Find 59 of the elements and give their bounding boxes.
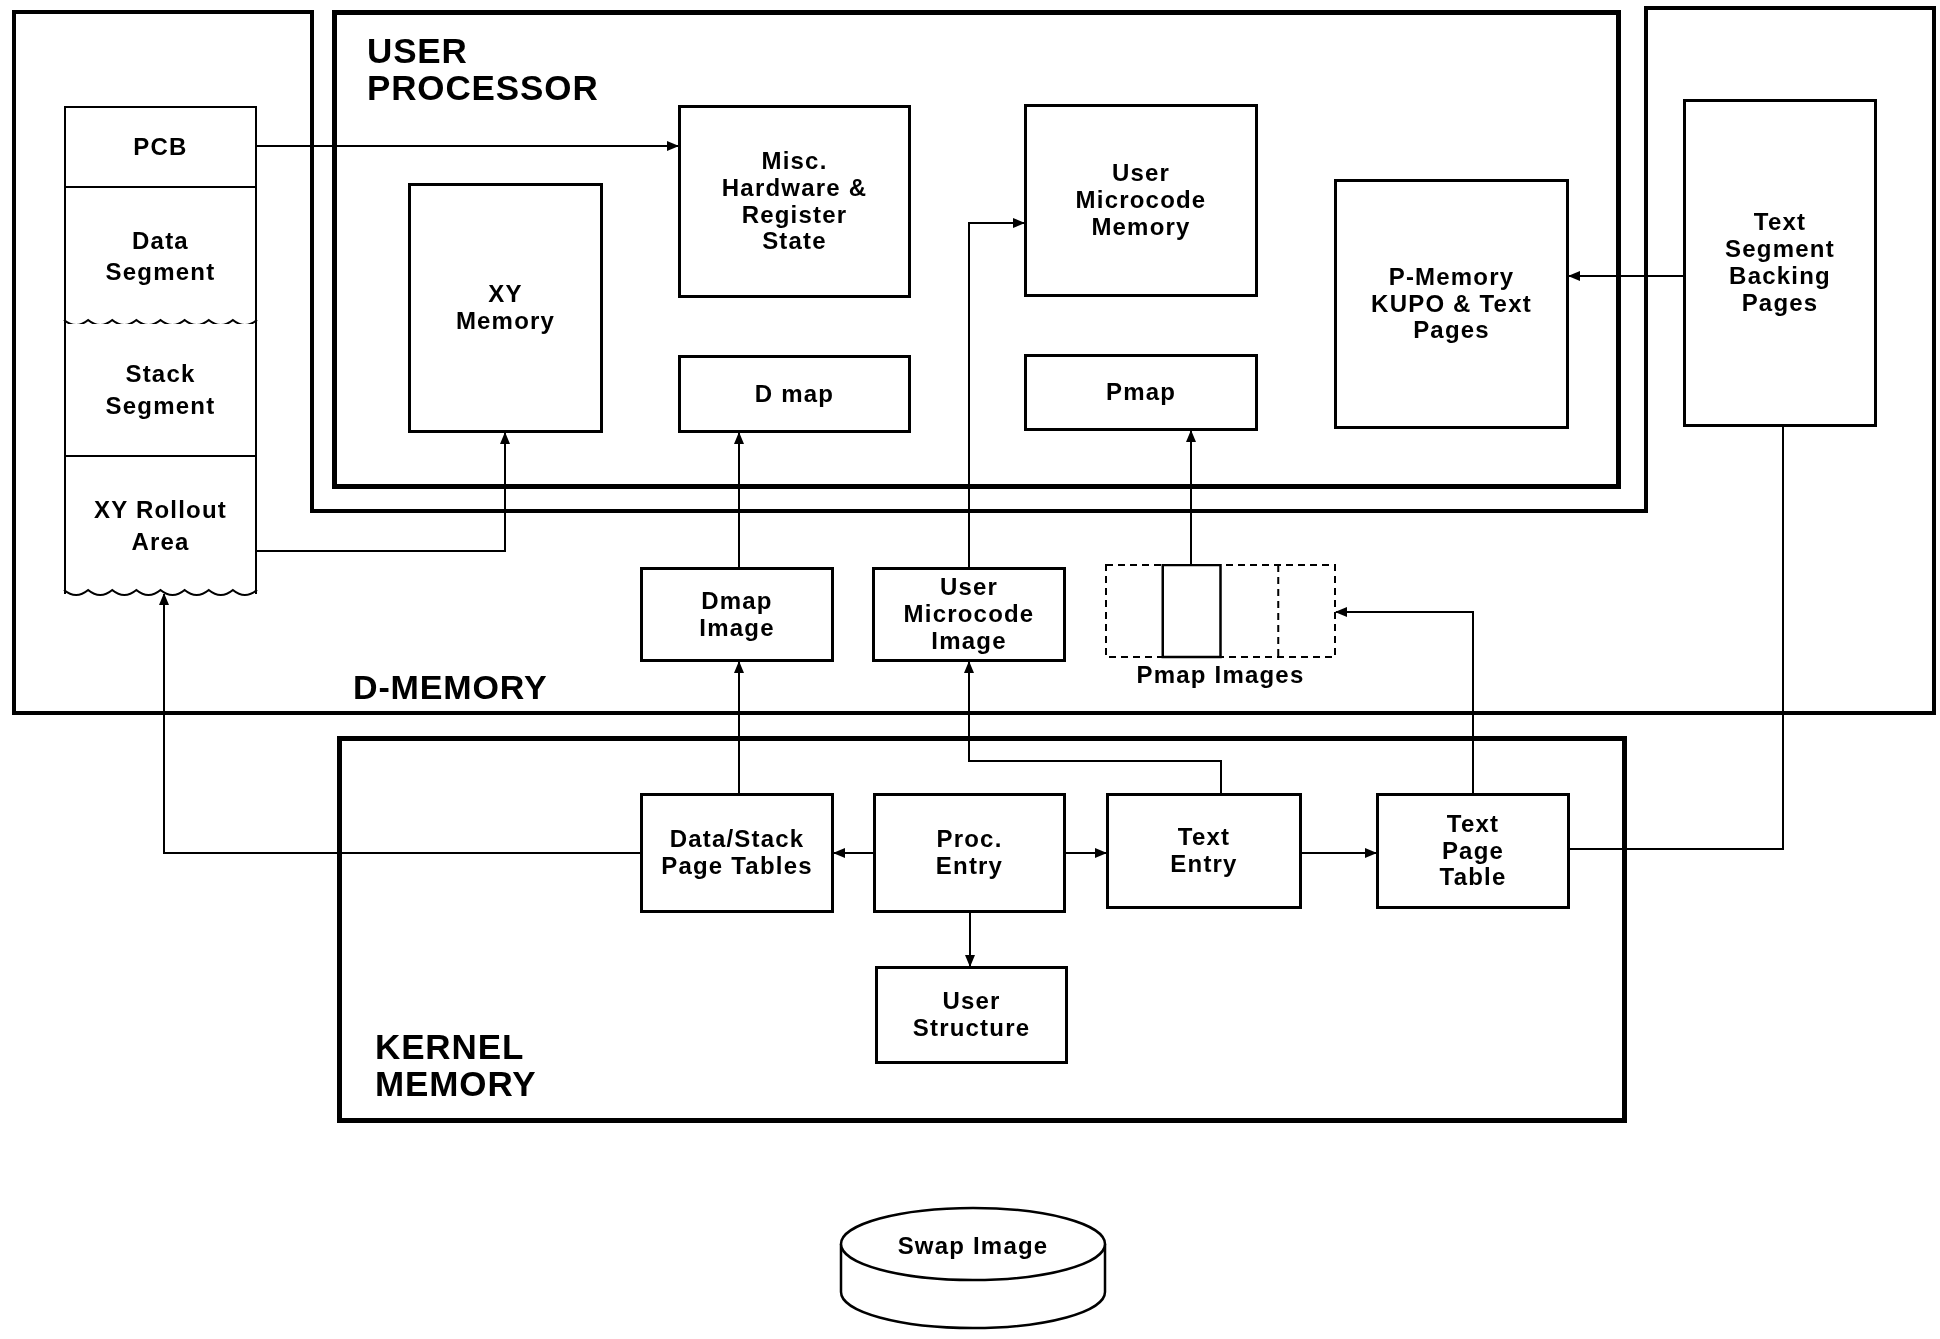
box-label: XY Memory [454, 281, 557, 335]
disk-cylinder [839, 1206, 1107, 1330]
process-box [875, 966, 1068, 1064]
box-label: USER PROCESSOR [367, 33, 600, 107]
box-label: Pmap [1105, 379, 1177, 406]
box-label: D-MEMORY [353, 667, 549, 708]
box-label: User Microcode Image [902, 574, 1036, 655]
arrow [965, 912, 975, 967]
arrow [734, 432, 744, 568]
process-box [872, 567, 1066, 662]
process-box [640, 567, 834, 662]
memory-segment [64, 455, 257, 594]
memory-segment [64, 106, 257, 186]
box-label: Dmap Image [698, 587, 776, 642]
arrow [1065, 848, 1107, 858]
process-box [1683, 99, 1877, 427]
process-box [1376, 793, 1570, 909]
arrow [734, 661, 744, 794]
arrow [256, 141, 679, 151]
arrow [1335, 607, 1474, 794]
arrow [968, 218, 1025, 568]
arrow [833, 848, 874, 858]
box-label: Text Entry [1169, 824, 1239, 878]
arrow [1568, 271, 1684, 281]
processor-container [332, 10, 1621, 489]
process-box [1024, 104, 1258, 297]
process-box [640, 793, 834, 913]
box-label: D map [754, 380, 835, 408]
box-label: Misc. Hardware & Register State [720, 147, 869, 256]
process-box [873, 793, 1066, 913]
box-label: Swap Image [896, 1231, 1050, 1261]
box-label: User Microcode Memory [1074, 160, 1208, 241]
box-label: Text Segment Backing Pages [1724, 209, 1836, 317]
box-label: Text Page Table [1438, 810, 1508, 892]
process-box [1334, 179, 1569, 429]
memory-region [12, 6, 1936, 715]
box-label: User Structure [911, 988, 1032, 1042]
arrow [159, 593, 641, 854]
box-label: KERNEL MEMORY [375, 1029, 538, 1103]
box-label: XY Rollout Area [93, 495, 228, 557]
arrow [256, 432, 510, 552]
process-box [678, 355, 911, 433]
process-box [1106, 793, 1302, 909]
memory-segment [64, 324, 257, 455]
process-box [408, 183, 603, 433]
arrow [1301, 848, 1377, 858]
box-label: Pmap Images [1135, 660, 1306, 690]
memory-segment [64, 186, 257, 324]
process-box [678, 105, 911, 298]
box-label: Data/Stack Page Tables [660, 826, 814, 880]
arrow [964, 661, 1222, 794]
box-label: Proc. Entry [934, 826, 1005, 880]
box-label: PCB [133, 132, 188, 163]
box-label: P-Memory KUPO & Text Pages [1370, 263, 1533, 345]
processor-container [337, 736, 1627, 1123]
arrow [1186, 430, 1196, 565]
box-label: Stack Segment [104, 359, 217, 421]
process-box [1024, 354, 1258, 431]
box-label: Data Segment [104, 225, 217, 287]
